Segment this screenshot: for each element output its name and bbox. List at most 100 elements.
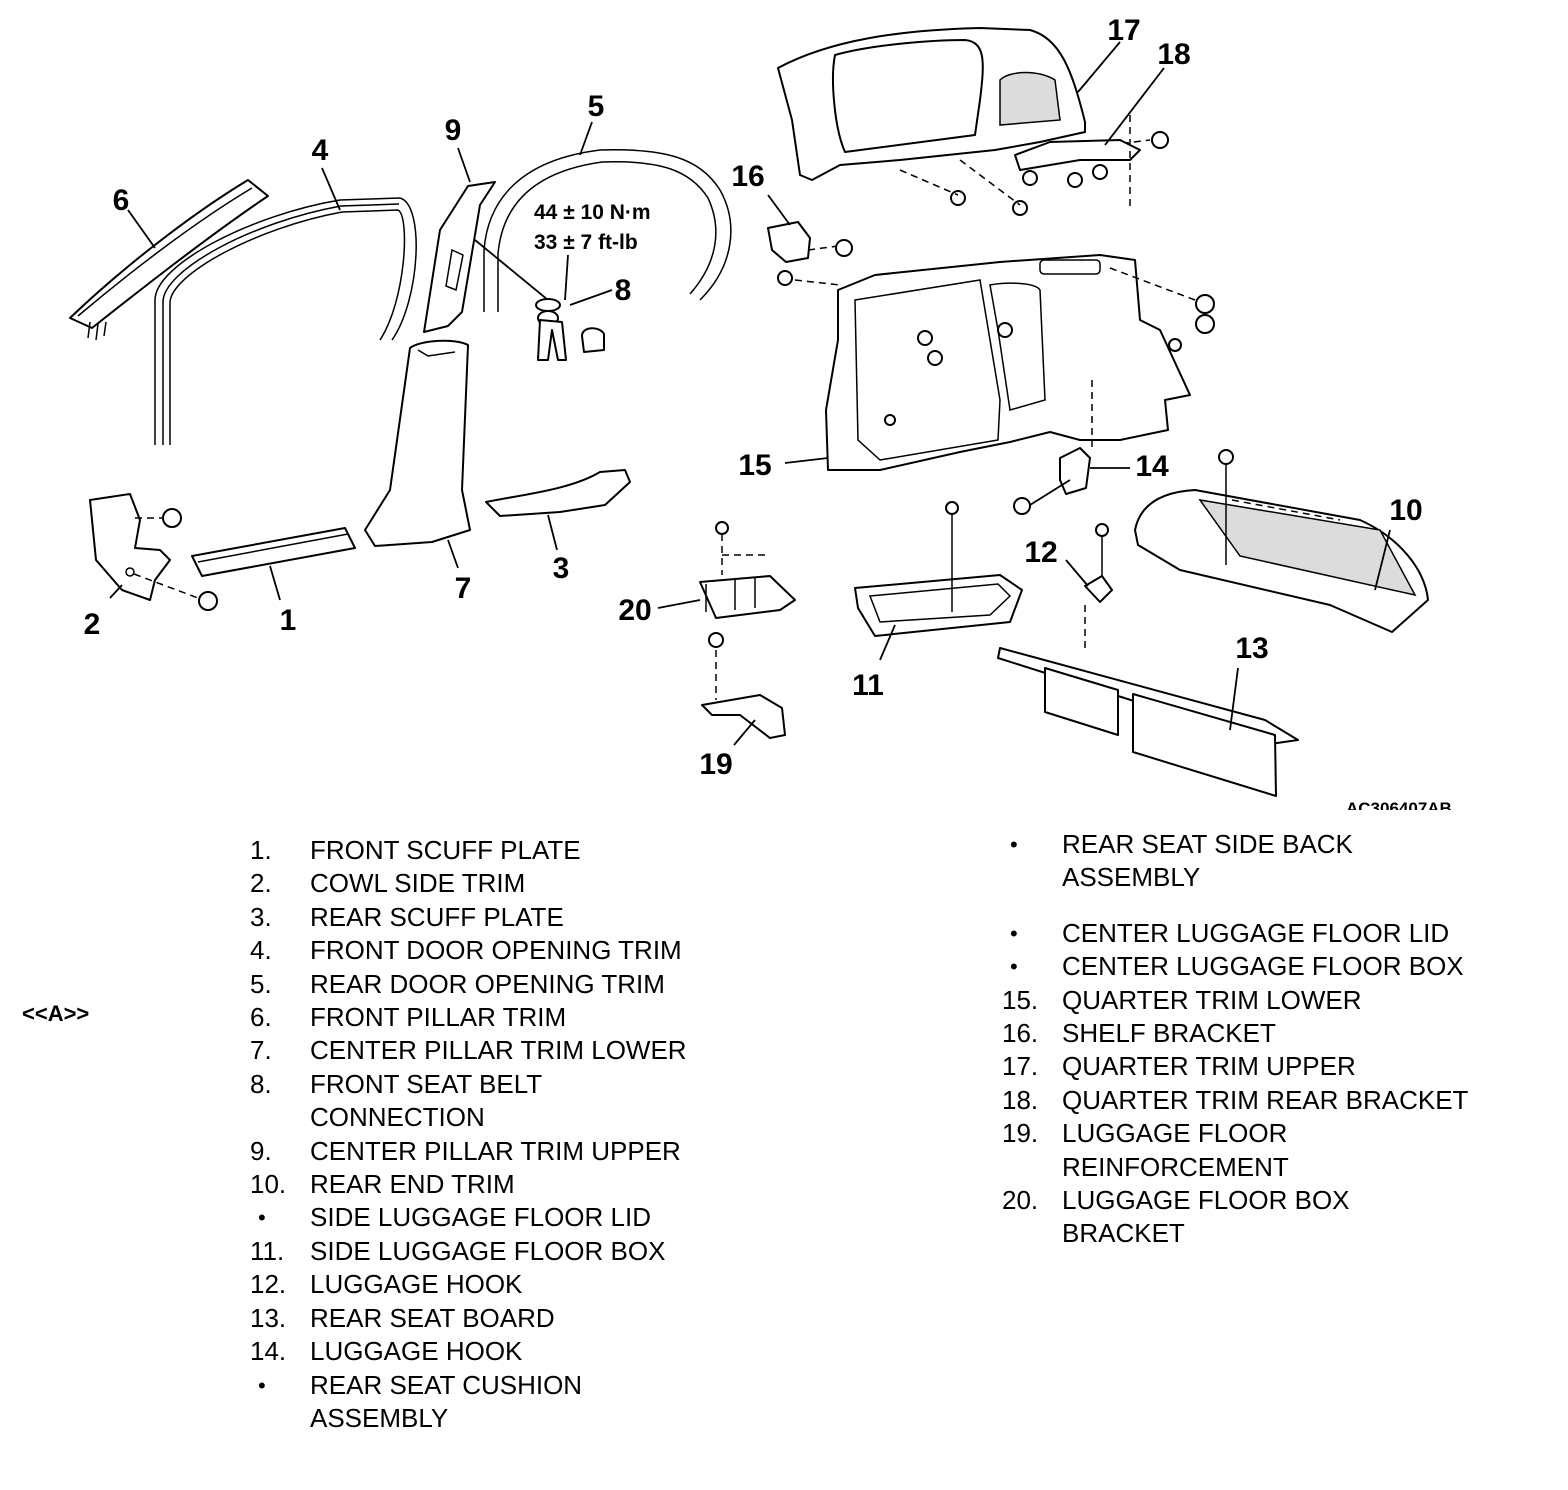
legend-item: 17. QUARTER TRIM UPPER xyxy=(1002,1050,1468,1083)
quarter-trim-rear-bracket-part xyxy=(1014,115,1141,210)
section-label-a: <<A>> xyxy=(22,1001,90,1026)
callout-9: 9 xyxy=(445,114,462,147)
legend-item-number: • xyxy=(1010,954,1018,980)
legend-item: • CENTER LUGGAGE FLOOR LID xyxy=(1002,917,1468,950)
legend-item-label: FRONT DOOR OPENING TRIM xyxy=(310,935,682,966)
legend-item: 7. CENTER PILLAR TRIM LOWER xyxy=(250,1034,687,1067)
legend-item-label: QUARTER TRIM LOWER xyxy=(1062,984,1362,1015)
legend-item-label: FRONT SEAT BELT xyxy=(310,1068,543,1099)
legend-item-number: • xyxy=(258,1372,266,1398)
legend-item-number: • xyxy=(1010,832,1018,857)
callout-18: 18 xyxy=(1157,38,1190,71)
legend-item-number: 5. xyxy=(250,968,272,999)
legend-item-number: 8. xyxy=(250,1068,272,1099)
rear-seat-board-part xyxy=(997,647,1299,797)
legend-item-label: QUARTER TRIM UPPER xyxy=(1062,1051,1356,1082)
front-door-opening-trim-part xyxy=(154,197,417,445)
callout-1: 1 xyxy=(280,604,297,637)
legend-item-label: REAR SEAT SIDE BACK xyxy=(1062,829,1353,859)
callout-4: 4 xyxy=(312,134,329,167)
callout-15: 15 xyxy=(738,449,771,482)
legend-item-label: SHELF BRACKET xyxy=(1062,1018,1276,1049)
legend-item-label: ASSEMBLY xyxy=(1062,862,1201,893)
callout-13: 13 xyxy=(1235,632,1268,665)
legend-item: 10. REAR END TRIM xyxy=(250,1168,687,1201)
legend-item-label: SIDE LUGGAGE FLOOR LID xyxy=(310,1202,651,1233)
legend-item-number: 18. xyxy=(1002,1084,1039,1115)
legend-item: 13. REAR SEAT BOARD xyxy=(250,1302,687,1335)
center-pillar-trim-lower-part xyxy=(364,339,471,547)
legend-item-number: 9. xyxy=(250,1135,272,1166)
legend-item-number: • xyxy=(258,1205,266,1231)
callout-20: 20 xyxy=(618,594,651,627)
callout-11: 11 xyxy=(852,669,884,702)
legend-item-number: 4. xyxy=(250,935,272,966)
legend-item-label: REINFORCEMENT xyxy=(1062,1151,1289,1182)
legend-item-label: CENTER PILLAR TRIM LOWER xyxy=(310,1035,687,1066)
parts-exploded-diagram: 1 2 3 4 5 6 7 8 9 10 11 12 13 14 15 16 1… xyxy=(69,14,1452,810)
upper-fasteners xyxy=(899,159,1028,216)
legend-item-label: SIDE LUGGAGE FLOOR BOX xyxy=(310,1235,666,1266)
side-luggage-floor-box-part xyxy=(854,501,1023,637)
legend-item-label: FRONT PILLAR TRIM xyxy=(310,1002,567,1033)
legend-item: 14. LUGGAGE HOOK xyxy=(250,1335,687,1368)
legend-item-label: CENTER PILLAR TRIM UPPER xyxy=(310,1135,681,1166)
legend-item-number: 10. xyxy=(250,1169,287,1200)
callout-10: 10 xyxy=(1389,494,1422,527)
legend-item-number: 2. xyxy=(250,868,272,899)
luggage-floor-box-bracket-part xyxy=(699,521,796,619)
callout-labels: 1 2 3 4 5 6 7 8 9 10 11 12 13 14 15 16 1… xyxy=(84,14,1423,781)
legend-item: 15. QUARTER TRIM LOWER xyxy=(1002,984,1468,1017)
legend-item: 2. COWL SIDE TRIM xyxy=(250,867,687,900)
torque-imperial: 33 ± 7 ft-lb xyxy=(534,231,638,254)
legend-item-label: LUGGAGE HOOK xyxy=(310,1336,523,1367)
legend-item: 12.LUGGAGE HOOK xyxy=(250,1268,687,1301)
legend-item-label: REAR SEAT BOARD xyxy=(310,1302,555,1333)
legend-item: 16.SHELF BRACKET xyxy=(1002,1017,1468,1050)
callout-17: 17 xyxy=(1107,14,1140,47)
quarter-trim-lower-part xyxy=(777,254,1215,471)
legend-item-label: REAR END TRIM xyxy=(310,1169,515,1200)
legend-item: 5. REAR DOOR OPENING TRIM xyxy=(250,968,687,1001)
cowl-side-trim-part xyxy=(89,493,218,611)
legend-item: 6.FRONT PILLAR TRIM xyxy=(250,1001,687,1034)
legend-item-label: COWL SIDE TRIM xyxy=(310,868,526,899)
legend-item-number: 15. xyxy=(1002,984,1039,1015)
callout-2: 2 xyxy=(84,608,101,641)
leader-lines xyxy=(109,41,1391,746)
callout-19: 19 xyxy=(699,748,732,781)
legend-item-number: • xyxy=(1010,920,1018,946)
legend-item-number: 1. xyxy=(250,835,272,865)
legend-item-number: 3. xyxy=(250,901,272,932)
legend-item-label: REAR DOOR OPENING TRIM xyxy=(310,968,665,999)
rear-scuff-plate-part xyxy=(485,469,631,517)
legend-item: 3. REAR SCUFF PLATE xyxy=(250,901,687,934)
torque-metric: 44 ± 10 N·m xyxy=(534,201,651,224)
legend-item-number: 7. xyxy=(250,1035,272,1066)
legend-item-label: REAR SCUFF PLATE xyxy=(310,901,564,932)
legend-item-number: 13. xyxy=(250,1302,287,1333)
legend-item: • SIDE LUGGAGE FLOOR LID xyxy=(250,1201,687,1234)
legend-item-number: 14. xyxy=(250,1336,287,1367)
callout-7: 7 xyxy=(455,572,472,605)
legend-item-label: LUGGAGE FLOOR BOX xyxy=(1062,1185,1350,1216)
legend-item-number: 19. xyxy=(1002,1118,1039,1149)
luggage-floor-reinforcement-part xyxy=(701,632,786,739)
callout-8: 8 xyxy=(615,274,632,307)
luggage-hook-14-part xyxy=(1013,380,1093,515)
legend-item-label: CENTER LUGGAGE FLOOR BOX xyxy=(1062,951,1464,982)
seat-belt-connection-part xyxy=(474,239,605,361)
callout-5: 5 xyxy=(588,90,605,123)
legend-item-number: 17. xyxy=(1002,1051,1039,1082)
legend-item-label: REAR SEAT CUSHION xyxy=(310,1369,583,1400)
luggage-hook-12-part xyxy=(1084,523,1113,650)
legend-item: 4. FRONT DOOR OPENING TRIM xyxy=(250,934,687,967)
front-pillar-trim-part xyxy=(69,179,269,341)
legend-item-label: CENTER LUGGAGE FLOOR LID xyxy=(1062,917,1450,948)
